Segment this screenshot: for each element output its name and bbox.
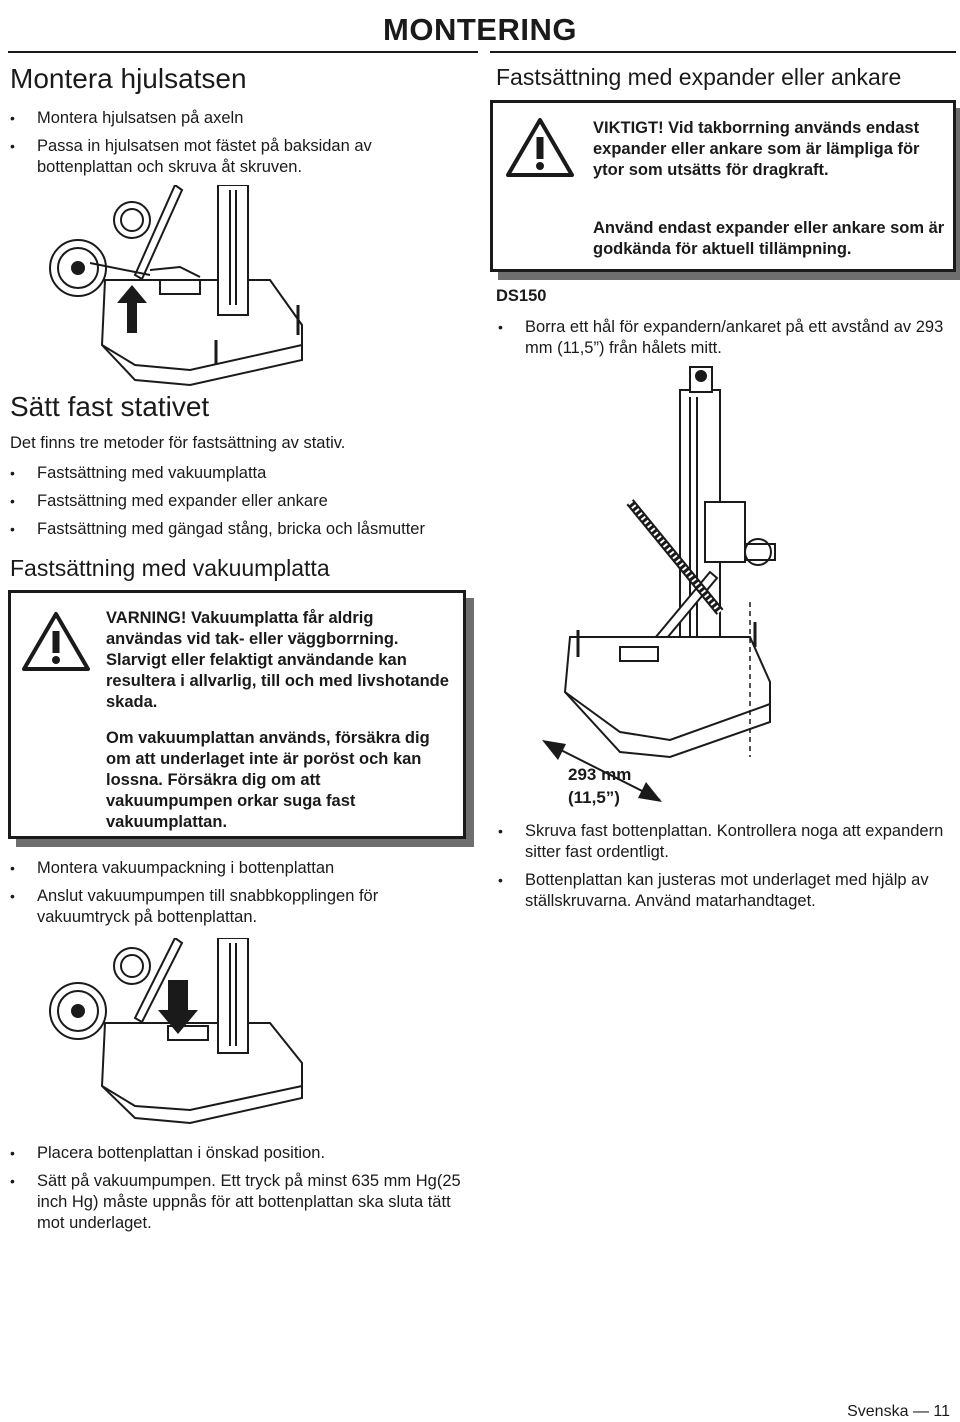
list-item: Montera hjulsatsen på axeln [8, 108, 428, 129]
dimension-label: 293 mm (11,5”) [568, 763, 631, 809]
dimension-inch: (11,5”) [568, 788, 620, 807]
header-rule-left [8, 51, 478, 53]
vakuum-bullets-after: Placera bottenplattan i önskad position.… [8, 1143, 463, 1241]
heading-expander-ankare: Fastsättning med expander eller ankare [496, 64, 902, 90]
wheel-kit-illustration [49, 185, 303, 387]
vakuum-warning-text-1: VARNING! Vakuumplatta får aldrig använda… [106, 609, 449, 711]
list-item: Anslut vakuumpumpen till snabbkopplingen… [8, 886, 448, 928]
dimension-mm: 293 mm [568, 765, 632, 784]
stativ-bullets: Fastsättning med vakuumplatta Fastsättni… [8, 463, 468, 547]
list-item: Skruva fast bottenplattan. Kontrollera n… [496, 821, 951, 863]
list-item: Placera bottenplattan i önskad position. [8, 1143, 463, 1164]
expander-bullets: Skruva fast bottenplattan. Kontrollera n… [496, 821, 951, 919]
heading-vakuumplatta: Fastsättning med vakuumplatta [10, 555, 330, 581]
footer-language: Svenska [847, 1403, 909, 1420]
warning-triangle-icon [22, 612, 90, 671]
hjulsats-bullets: Montera hjulsatsen på axeln Passa in hju… [8, 108, 428, 185]
list-item: Fastsättning med expander eller ankare [8, 491, 468, 512]
page-number: 11 [933, 1403, 950, 1420]
footer-dash: — [912, 1403, 929, 1420]
heading-montera-hjulsatsen: Montera hjulsatsen [10, 63, 247, 94]
expander-bullet-top: Borra ett hål för expandern/ankaret på e… [496, 317, 951, 366]
list-item: Passa in hjulsatsen mot fästet på baksid… [8, 136, 428, 178]
list-item: Montera vakuumpackning i bottenplattan [8, 858, 448, 879]
expander-warning-box: VIKTIGT! Vid takborrning används endast … [490, 100, 956, 272]
expander-warning-text-1: VIKTIGT! Vid takborrning används endast … [593, 119, 920, 179]
model-label: DS150 [496, 287, 547, 305]
header-rule-right [490, 51, 956, 53]
page-header: MONTERING [383, 12, 577, 47]
vakuum-bullets: Montera vakuumpackning i bottenplattan A… [8, 858, 448, 935]
expander-warning-text-2: Använd endast expander eller ankare som … [593, 219, 945, 258]
list-item: Sätt på vakuumpumpen. Ett tryck på minst… [8, 1171, 463, 1234]
vakuum-warning-box: VARNING! Vakuumplatta får aldrig använda… [8, 590, 466, 839]
warning-triangle-icon [506, 118, 574, 177]
list-item: Bottenplattan kan justeras mot underlage… [496, 870, 951, 912]
vakuum-warning-text-2: Om vakuumplattan används, försäkra dig o… [106, 729, 430, 831]
page-footer: Svenska — 11 [830, 1403, 950, 1421]
heading-satt-fast-stativet: Sätt fast stativet [10, 391, 210, 422]
list-item: Fastsättning med vakuumplatta [8, 463, 468, 484]
vacuum-base-illustration [49, 938, 303, 1125]
drill-stand-illustration [542, 366, 776, 802]
list-item: Fastsättning med gängad stång, bricka oc… [8, 519, 468, 540]
stativ-intro: Det finns tre metoder för fastsättning a… [10, 434, 346, 452]
list-item: Borra ett hål för expandern/ankaret på e… [496, 317, 951, 359]
